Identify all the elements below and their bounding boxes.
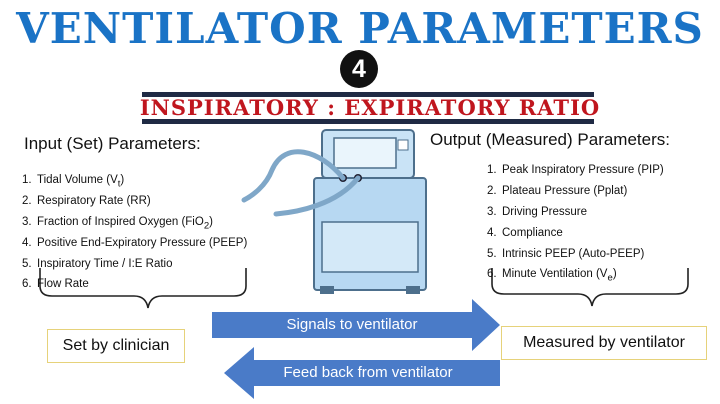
- subtitle-bar-top: [142, 92, 594, 97]
- list-item: 2.Plateau Pressure (Pplat): [487, 184, 628, 197]
- list-item: 6.Minute Ventilation (Ve): [487, 268, 617, 284]
- list-item: 5.Intrinsic PEEP (Auto-PEEP): [487, 247, 645, 260]
- input-parameters-heading: Input (Set) Parameters:: [24, 134, 201, 153]
- feedback-arrow-label: Feed back from ventilator: [283, 364, 453, 381]
- signals-arrow: [212, 299, 500, 351]
- output-parameters-heading: Output (Measured) Parameters:: [430, 130, 670, 149]
- breathing-tube-icon: [241, 149, 361, 217]
- main-title: VENTILATOR PARAMETERS: [16, 4, 704, 53]
- input-parameters-list: 1.Tidal Volume (Vt) 2.Respiratory Rate (…: [22, 172, 247, 297]
- list-item: 5.Inspiratory Time / I:E Ratio: [22, 257, 173, 270]
- ventilator-machine-icon: [313, 129, 427, 294]
- list-item: 4.Positive End-Expiratory Pressure (PEEP…: [22, 236, 248, 249]
- set-by-clinician-label: Set by clinician: [47, 329, 185, 363]
- list-item: 3.Fraction of Inspired Oxygen (FiO2): [22, 215, 213, 232]
- signals-arrow-label: Signals to ventilator: [286, 316, 418, 333]
- list-item: 1.Peak Inspiratory Pressure (PIP): [487, 164, 664, 176]
- list-item: 1.Tidal Volume (Vt): [22, 174, 125, 190]
- output-parameters-list: 1.Peak Inspiratory Pressure (PIP) 2.Plat…: [487, 162, 664, 287]
- feedback-arrow: [224, 347, 500, 399]
- subtitle: INSPIRATORY : EXPIRATORY RATIO: [139, 95, 601, 120]
- number-badge: 4: [340, 50, 378, 88]
- list-item: 6.Flow Rate: [22, 278, 89, 291]
- list-item: 3.Driving Pressure: [487, 205, 587, 218]
- subtitle-bar-bottom: [142, 119, 594, 124]
- measured-by-ventilator-label: Measured by ventilator: [501, 326, 707, 360]
- list-item: 4.Compliance: [487, 226, 563, 239]
- list-item: 2.Respiratory Rate (RR): [22, 194, 151, 207]
- right-curly-brace-icon: [491, 268, 689, 307]
- left-curly-brace-icon: [39, 268, 247, 309]
